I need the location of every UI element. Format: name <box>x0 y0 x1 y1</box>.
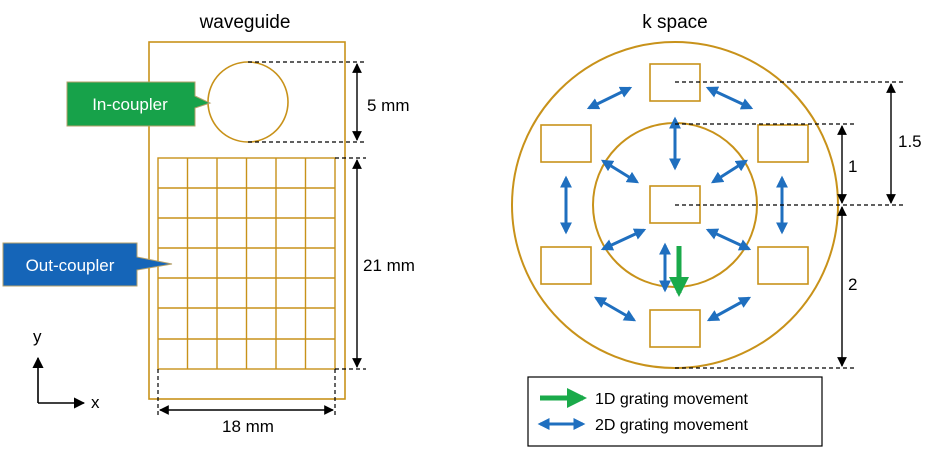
order-lower-right <box>757 246 809 285</box>
arrow-top-upper-left <box>586 86 633 110</box>
arrow-center-upper-right <box>710 159 749 184</box>
in-coupler-dimension-label: 5 mm <box>367 96 410 115</box>
arrow-top-upper-right <box>705 86 754 110</box>
y-axis-label: y <box>33 327 42 346</box>
out-coupler-callout: Out-coupler <box>2 242 173 287</box>
out-coupler-label: Out-coupler <box>26 256 115 275</box>
in-coupler-circle <box>207 61 289 143</box>
right-dimension-guides <box>675 81 906 369</box>
arrow-center-lower-right <box>705 228 752 251</box>
inner-radius-label: 1 <box>848 157 857 176</box>
in-coupler-label: In-coupler <box>92 95 168 114</box>
mid-radius-label: 1.5 <box>898 132 922 151</box>
2d-movement-arrows <box>560 86 788 322</box>
arrow-center-lower-left <box>600 228 647 251</box>
arrow-bottom-lower-left <box>593 296 637 322</box>
left-dimension-guides <box>157 61 366 418</box>
legend-box <box>527 376 823 447</box>
k-space-title: k space <box>642 12 707 33</box>
arrow-center-upper-left <box>600 159 640 184</box>
legend: 1D grating movement 2D grating movement <box>527 376 823 447</box>
legend-2d-label: 2D grating movement <box>595 417 749 434</box>
out-coupler-width-label: 18 mm <box>222 417 274 436</box>
order-upper-right <box>757 124 809 163</box>
order-lower-left <box>540 246 592 285</box>
order-upper-left <box>540 124 592 163</box>
arrow-bottom-lower-right <box>706 296 752 322</box>
outer-radius-label: 2 <box>848 275 857 294</box>
out-coupler-grid <box>157 157 336 370</box>
legend-1d-label: 1D grating movement <box>595 391 749 408</box>
waveguide-title: waveguide <box>199 12 291 33</box>
order-bottom <box>649 309 701 348</box>
out-coupler-height-label: 21 mm <box>363 256 415 275</box>
coordinate-axes: y x <box>32 327 100 412</box>
x-axis-label: x <box>91 393 100 412</box>
waveguide-outline <box>148 41 346 400</box>
in-coupler-callout: In-coupler <box>66 81 212 127</box>
